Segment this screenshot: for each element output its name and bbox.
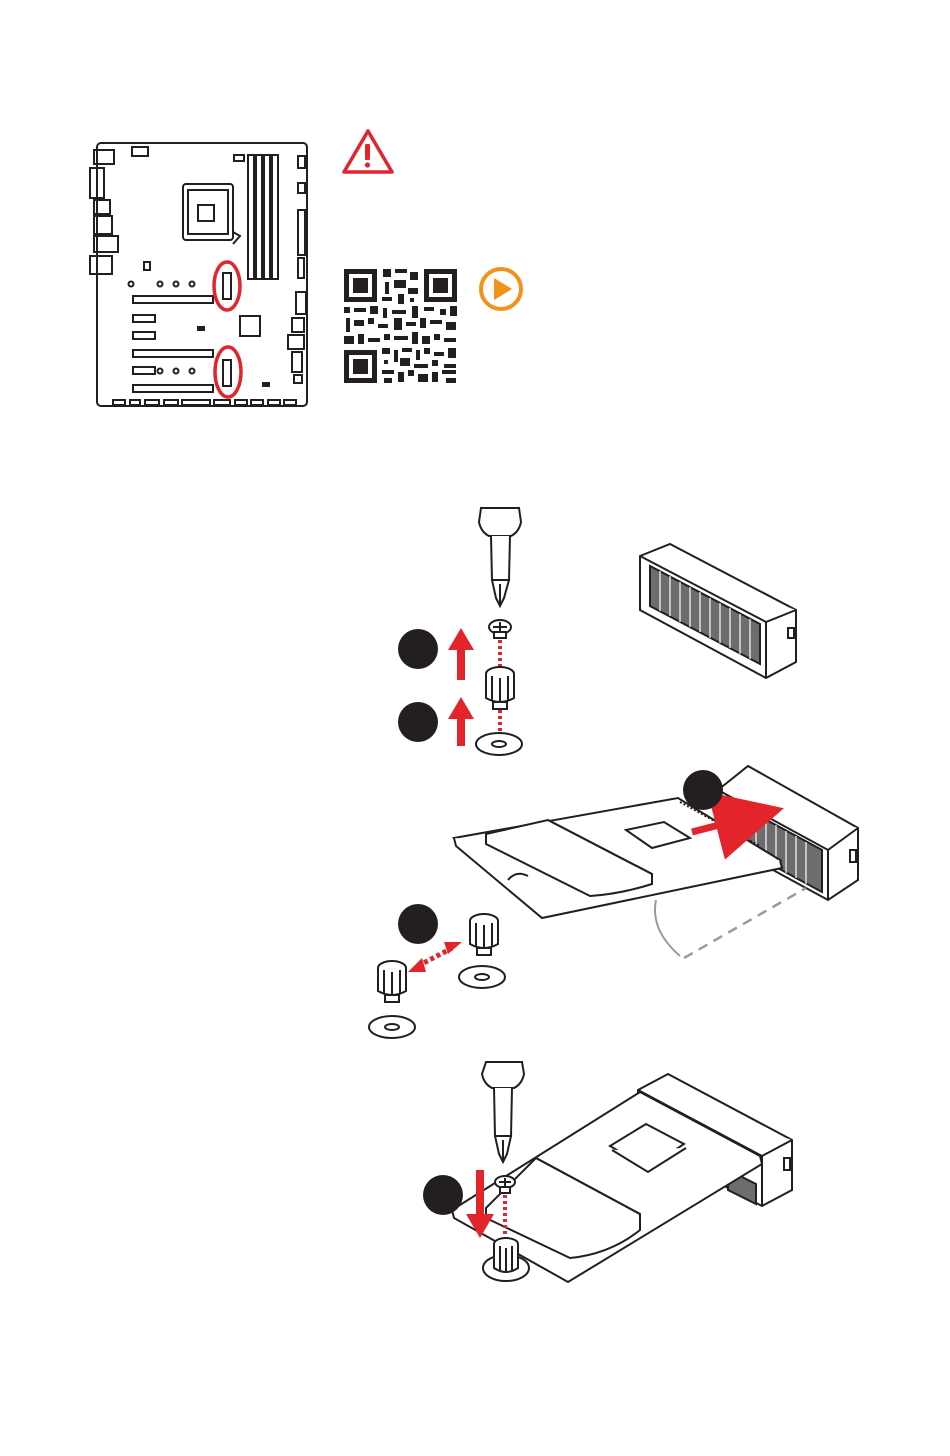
standoff-right [459,914,505,988]
up-arrows [448,628,474,746]
screwdriver-top [479,508,521,606]
step-badge-2 [398,702,438,742]
play-button-icon[interactable] [481,269,521,309]
angle-guide-line [684,888,806,958]
step-badge-5 [423,1175,463,1215]
screwdriver-bottom [482,1062,524,1162]
step-badge-3 [683,770,723,810]
m2-connector [640,544,796,678]
washer [476,733,522,755]
step-badge-4 [398,904,438,944]
m2-connector-insert [718,766,858,900]
swap-arrow [408,942,462,972]
qr-code [344,269,457,383]
warning-triangle-icon [344,131,392,172]
motherboard-layout [90,143,307,406]
step-badge-1 [398,629,438,669]
standoff-left [369,961,415,1038]
standoff [486,667,514,709]
screw [489,620,511,638]
angle-arc [655,900,680,956]
m2-slot-highlight [214,262,241,397]
